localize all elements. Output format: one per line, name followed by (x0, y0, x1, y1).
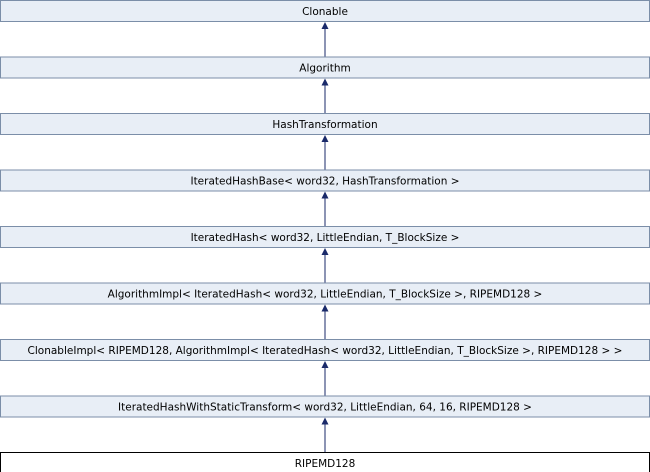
class-node[interactable]: IteratedHashBase< word32, HashTransforma… (0, 169, 650, 192)
class-label: Algorithm (299, 63, 350, 75)
arrowhead-icon (321, 304, 329, 312)
class-node[interactable]: IteratedHashWithStaticTransform< word32,… (0, 395, 650, 418)
class-label: ClonableImpl< RIPEMD128, AlgorithmImpl< … (28, 345, 623, 357)
class-node-current: RIPEMD128 (0, 452, 650, 472)
class-label: AlgorithmImpl< IteratedHash< word32, Lit… (108, 289, 543, 301)
class-node[interactable]: HashTransformation (0, 113, 650, 135)
class-node[interactable]: Clonable (0, 0, 650, 22)
arrowhead-icon (321, 78, 329, 86)
arrowhead-icon (321, 135, 329, 142)
class-node[interactable]: IteratedHash< word32, LittleEndian, T_Bl… (0, 226, 650, 248)
arrowhead-icon (321, 248, 329, 255)
class-node[interactable]: AlgorithmImpl< IteratedHash< word32, Lit… (0, 282, 650, 305)
class-node[interactable]: ClonableImpl< RIPEMD128, AlgorithmImpl< … (0, 339, 650, 361)
arrowhead-icon (321, 22, 329, 29)
class-node[interactable]: Algorithm (0, 56, 650, 79)
class-label: RIPEMD128 (295, 458, 356, 470)
arrowhead-icon (321, 417, 329, 425)
class-label: HashTransformation (272, 119, 377, 131)
class-label: IteratedHashBase< word32, HashTransforma… (190, 176, 459, 188)
inheritance-edges (321, 22, 329, 453)
class-label: IteratedHash< word32, LittleEndian, T_Bl… (191, 232, 460, 244)
arrowhead-icon (321, 361, 329, 368)
class-label: Clonable (302, 6, 348, 18)
class-label: IteratedHashWithStaticTransform< word32,… (118, 402, 532, 414)
arrowhead-icon (321, 191, 329, 199)
